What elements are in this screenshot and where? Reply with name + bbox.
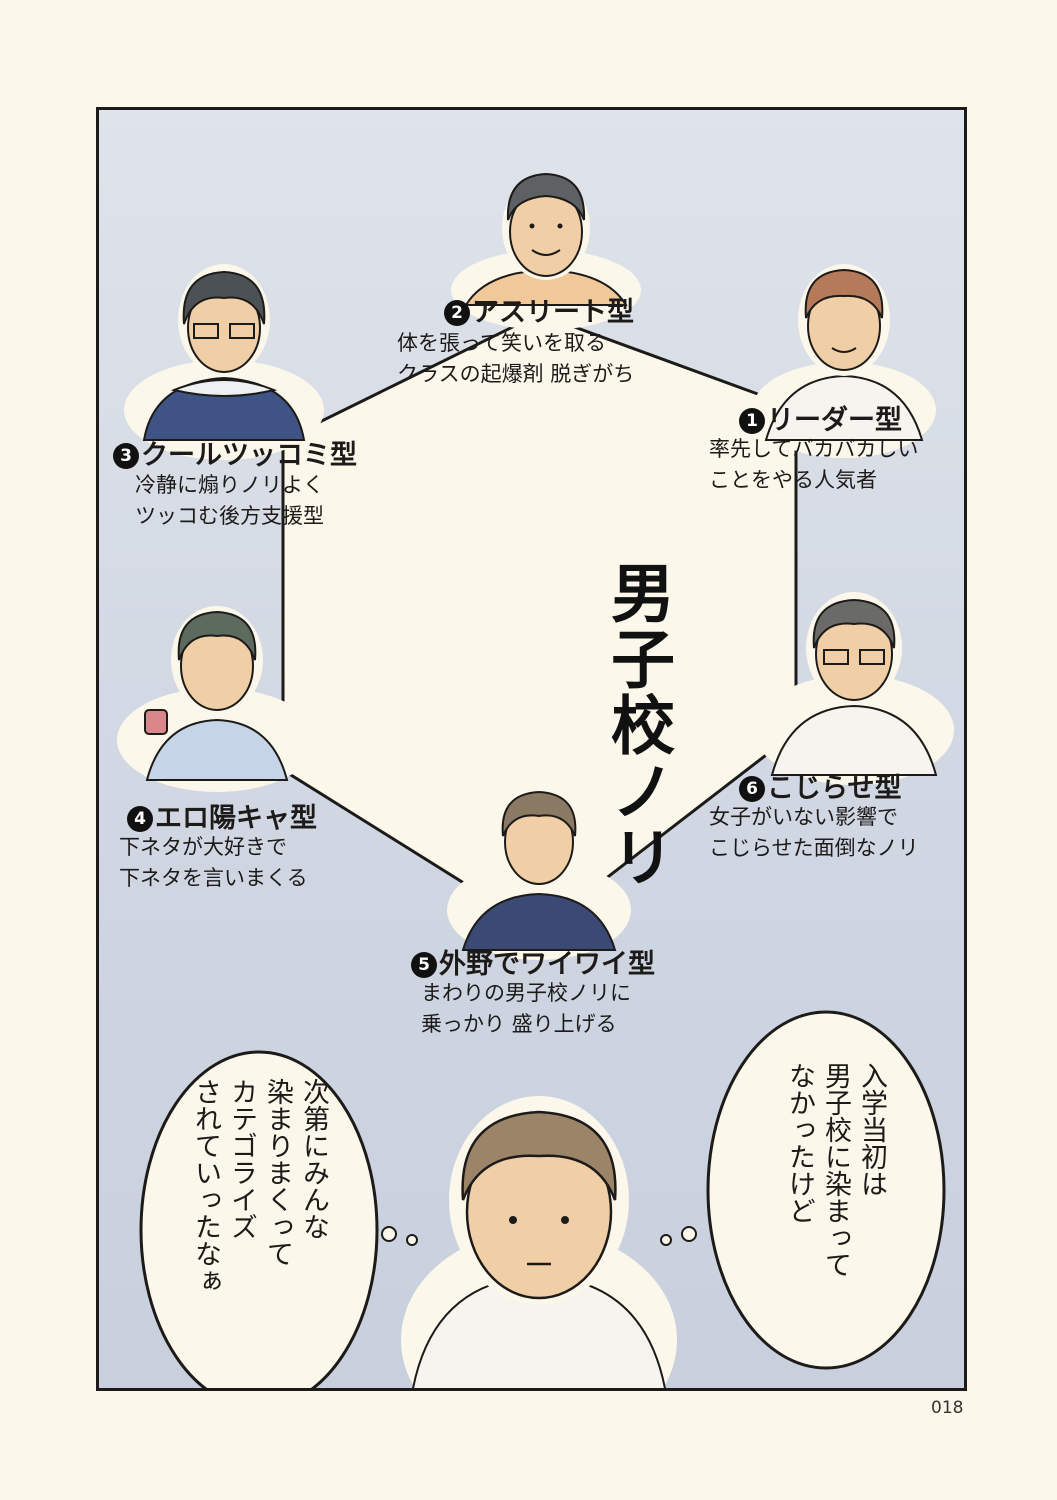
panel-illustration — [117, 172, 954, 1388]
character-athlete — [451, 172, 641, 330]
left-thought-bubble — [139, 1050, 379, 1388]
left-bubble-text: 次第にみんな 染まりまくって カテゴライズ されていったなぁ — [190, 1078, 329, 1294]
type-desc-athlete: 体を張って笑いを取る クラスの起爆剤 脱ぎがち — [397, 331, 635, 386]
type-desc-leader: 率先してバカバカしい ことをやる人気者 — [709, 437, 919, 492]
page-number: 018 — [931, 1398, 964, 1418]
number-badge: 1 — [739, 408, 765, 434]
number-badge: 5 — [411, 952, 437, 978]
number-badge: 6 — [739, 776, 765, 802]
character-ero-youkya — [117, 606, 317, 792]
character-gaiya — [447, 784, 631, 960]
number-badge: 2 — [444, 300, 470, 326]
right-bubble-text: 入学当初は 男子校に染まって なかったけど — [784, 1062, 887, 1278]
character-leader — [752, 264, 936, 458]
character-narrator — [401, 1096, 677, 1388]
number-badge: 3 — [113, 443, 139, 469]
type-desc-kojirase: 女子がいない影響で こじらせた面倒なノリ — [709, 805, 919, 860]
character-kojirase — [754, 592, 954, 785]
number-badge: 4 — [127, 806, 153, 832]
type-desc-ero: 下ネタが大好きで 下ネタを言いまくる — [119, 835, 308, 890]
page-title: 男子校ノリ — [600, 560, 674, 890]
type-desc-gaiya: まわりの男子校ノリに 乗っかり 盛り上げる — [421, 981, 631, 1036]
type-desc-cool: 冷静に煽りノリよく ツッコむ後方支援型 — [135, 473, 324, 528]
right-thought-bubble — [706, 1010, 946, 1370]
character-cool-tsukkomi — [124, 264, 324, 460]
